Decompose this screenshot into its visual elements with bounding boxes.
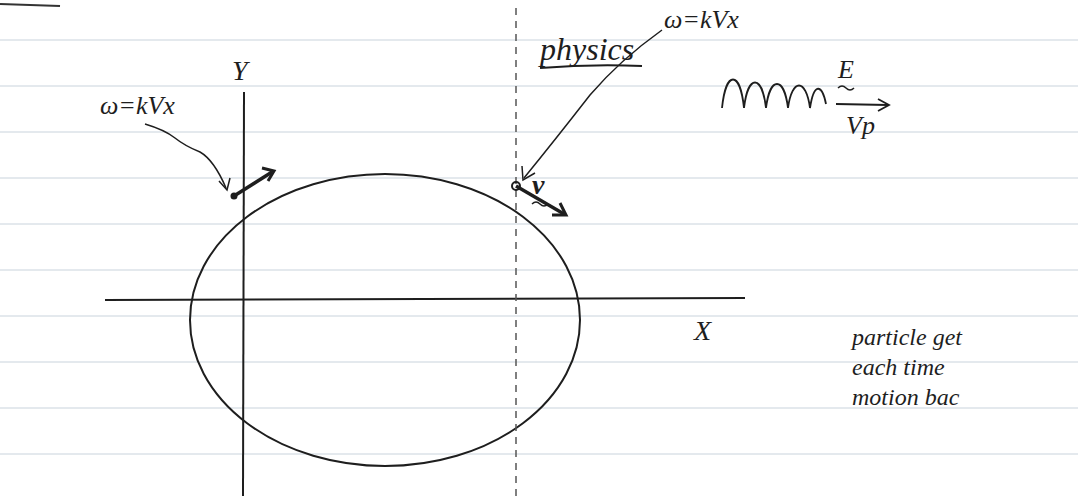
vector-tilde — [838, 86, 854, 90]
resonance-line — [515, 8, 517, 496]
note: particle get each time motion bac — [852, 322, 992, 412]
axis-label: X — [694, 316, 711, 347]
orbit-ellipse — [190, 174, 580, 466]
arrow-head — [262, 168, 274, 181]
title: physics — [540, 32, 634, 67]
y-axis — [243, 92, 244, 496]
arrow-head — [219, 178, 230, 190]
x-axis — [105, 298, 745, 300]
axis-label: Y — [232, 56, 248, 87]
phase-arrow — [836, 104, 888, 105]
arrow-head — [878, 99, 889, 111]
vector-tilde — [532, 202, 548, 206]
vector-label: E — [838, 56, 854, 85]
edge-mark — [0, 4, 60, 6]
vector-label: v — [532, 170, 544, 201]
leader-line — [524, 30, 662, 178]
resonance-condition: ω=kVx — [664, 6, 739, 35]
resonance-condition: ω=kVx — [100, 92, 175, 121]
leader-line — [145, 124, 226, 188]
ruled-lines — [0, 40, 1078, 454]
arrow-head — [552, 203, 566, 215]
wave — [722, 80, 826, 109]
velocity-arrow — [234, 172, 272, 196]
phase-velocity-label: Vp — [846, 112, 875, 141]
